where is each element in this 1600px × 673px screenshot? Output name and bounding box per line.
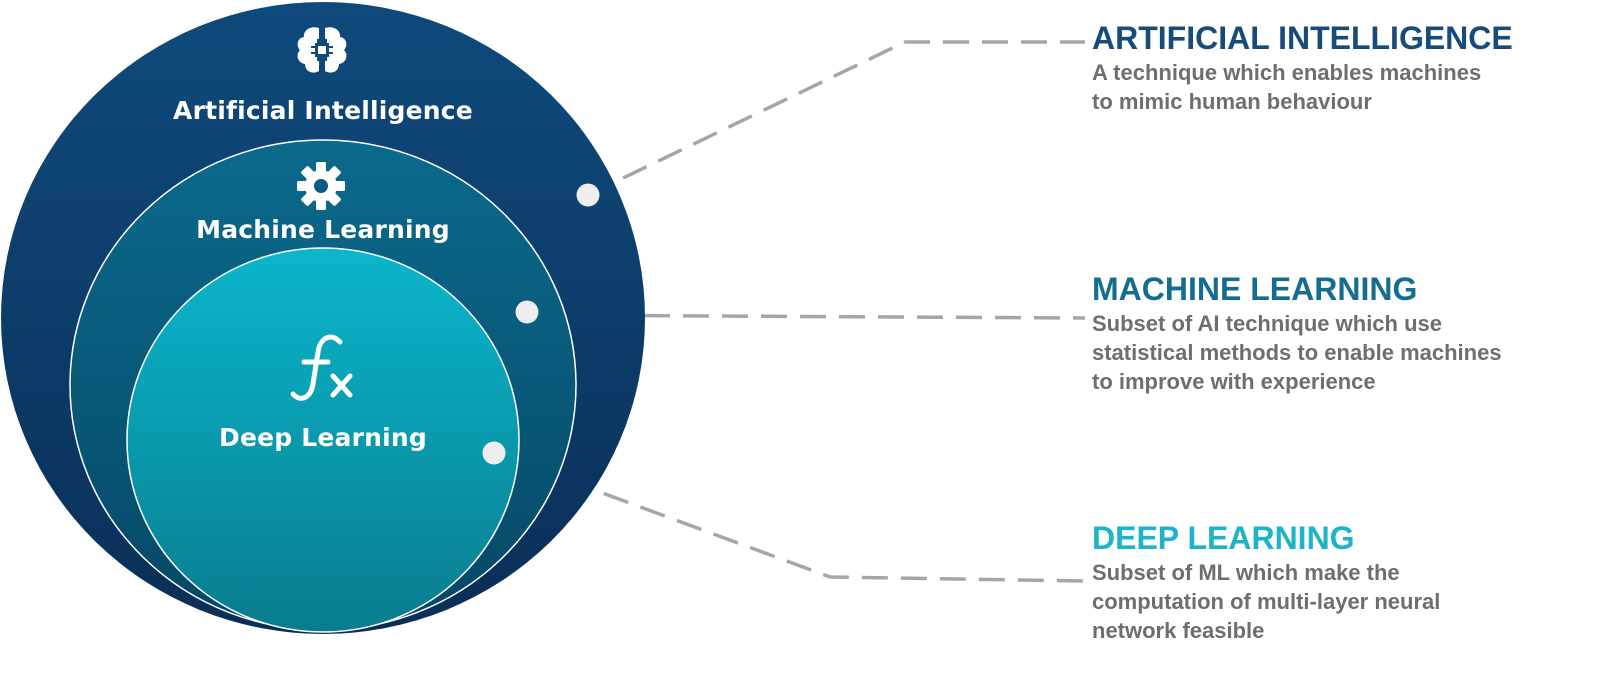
dl-connector-line [493, 451, 1086, 583]
ml-description-block: MACHINE LEARNING Subset of AI technique … [1092, 271, 1592, 396]
dl-description-line: Subset of ML which make the [1092, 560, 1400, 585]
dl-description-title: DEEP LEARNING [1092, 520, 1355, 556]
dl-circle [126, 247, 520, 633]
ai-description-block: ARTIFICIAL INTELLIGENCE A technique whic… [1092, 20, 1592, 116]
ml-description-line: statistical methods to enable machines [1092, 340, 1502, 365]
function-fx-icon [290, 334, 353, 401]
ml-description-title: MACHINE LEARNING [1092, 271, 1418, 307]
ai-description-line: to mimic human behaviour [1092, 89, 1372, 114]
ml-description-text: Subset of AI technique which use statist… [1092, 309, 1592, 396]
ml-connector-dot [515, 300, 539, 324]
brain-chip-icon [297, 27, 347, 73]
ai-circle-label: Artificial Intelligence [173, 96, 473, 125]
ai-description-line: A technique which enables machines [1092, 60, 1482, 85]
dl-connector-dot [482, 441, 506, 465]
ai-description-text: A technique which enables machines to mi… [1092, 58, 1592, 116]
ai-description-title: ARTIFICIAL INTELLIGENCE [1092, 20, 1513, 56]
ai-connector-dot [576, 183, 600, 207]
gear-icon [297, 162, 345, 210]
ml-description-line: Subset of AI technique which use [1092, 311, 1443, 336]
dl-description-line: network feasible [1092, 618, 1265, 643]
dl-circle-label: Deep Learning [218, 423, 428, 452]
ml-circle-label: Machine Learning [196, 215, 450, 244]
ai-connector-line [587, 40, 1085, 197]
ml-description-line: to improve with experience [1092, 369, 1376, 394]
dl-description-block: DEEP LEARNING Subset of ML which make th… [1092, 520, 1592, 645]
dl-description-line: computation of multi-layer neural [1092, 589, 1441, 614]
dl-description-text: Subset of ML which make the computation … [1092, 558, 1592, 645]
